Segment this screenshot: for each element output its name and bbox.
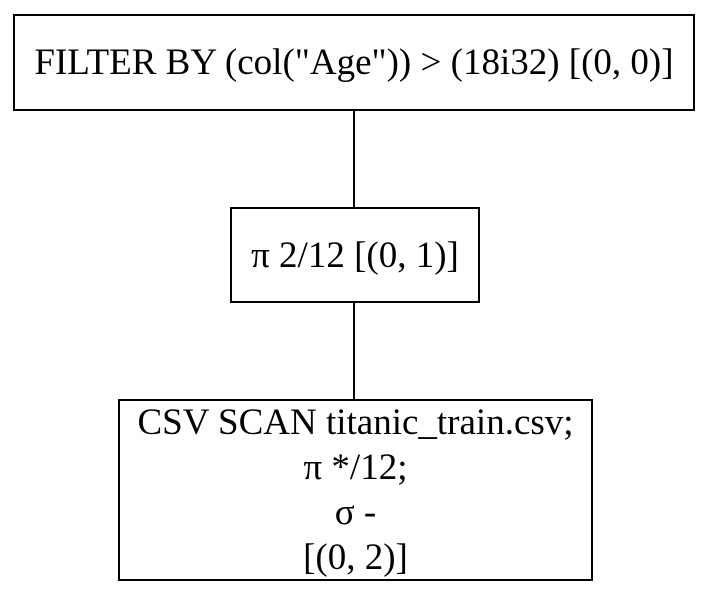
node-filter-by: FILTER BY (col("Age")) > (18i32) [(0, 0)… xyxy=(13,14,695,111)
node-projection-label: π 2/12 [(0, 1)] xyxy=(251,234,459,276)
node-csv-scan: CSV SCAN titanic_train.csv; π */12; σ - … xyxy=(118,399,593,581)
node-csv-scan-line-selection: σ - xyxy=(334,492,377,533)
edge-projection-to-csv-scan xyxy=(353,303,355,399)
node-projection: π 2/12 [(0, 1)] xyxy=(230,207,480,303)
node-filter-by-label: FILTER BY (col("Age")) > (18i32) [(0, 0)… xyxy=(34,42,674,83)
node-csv-scan-line-coords: [(0, 2)] xyxy=(303,537,408,578)
node-csv-scan-line-source: CSV SCAN titanic_train.csv; xyxy=(137,402,574,443)
edge-filter-to-projection xyxy=(353,111,355,207)
node-csv-scan-line-projection: π */12; xyxy=(303,447,408,488)
